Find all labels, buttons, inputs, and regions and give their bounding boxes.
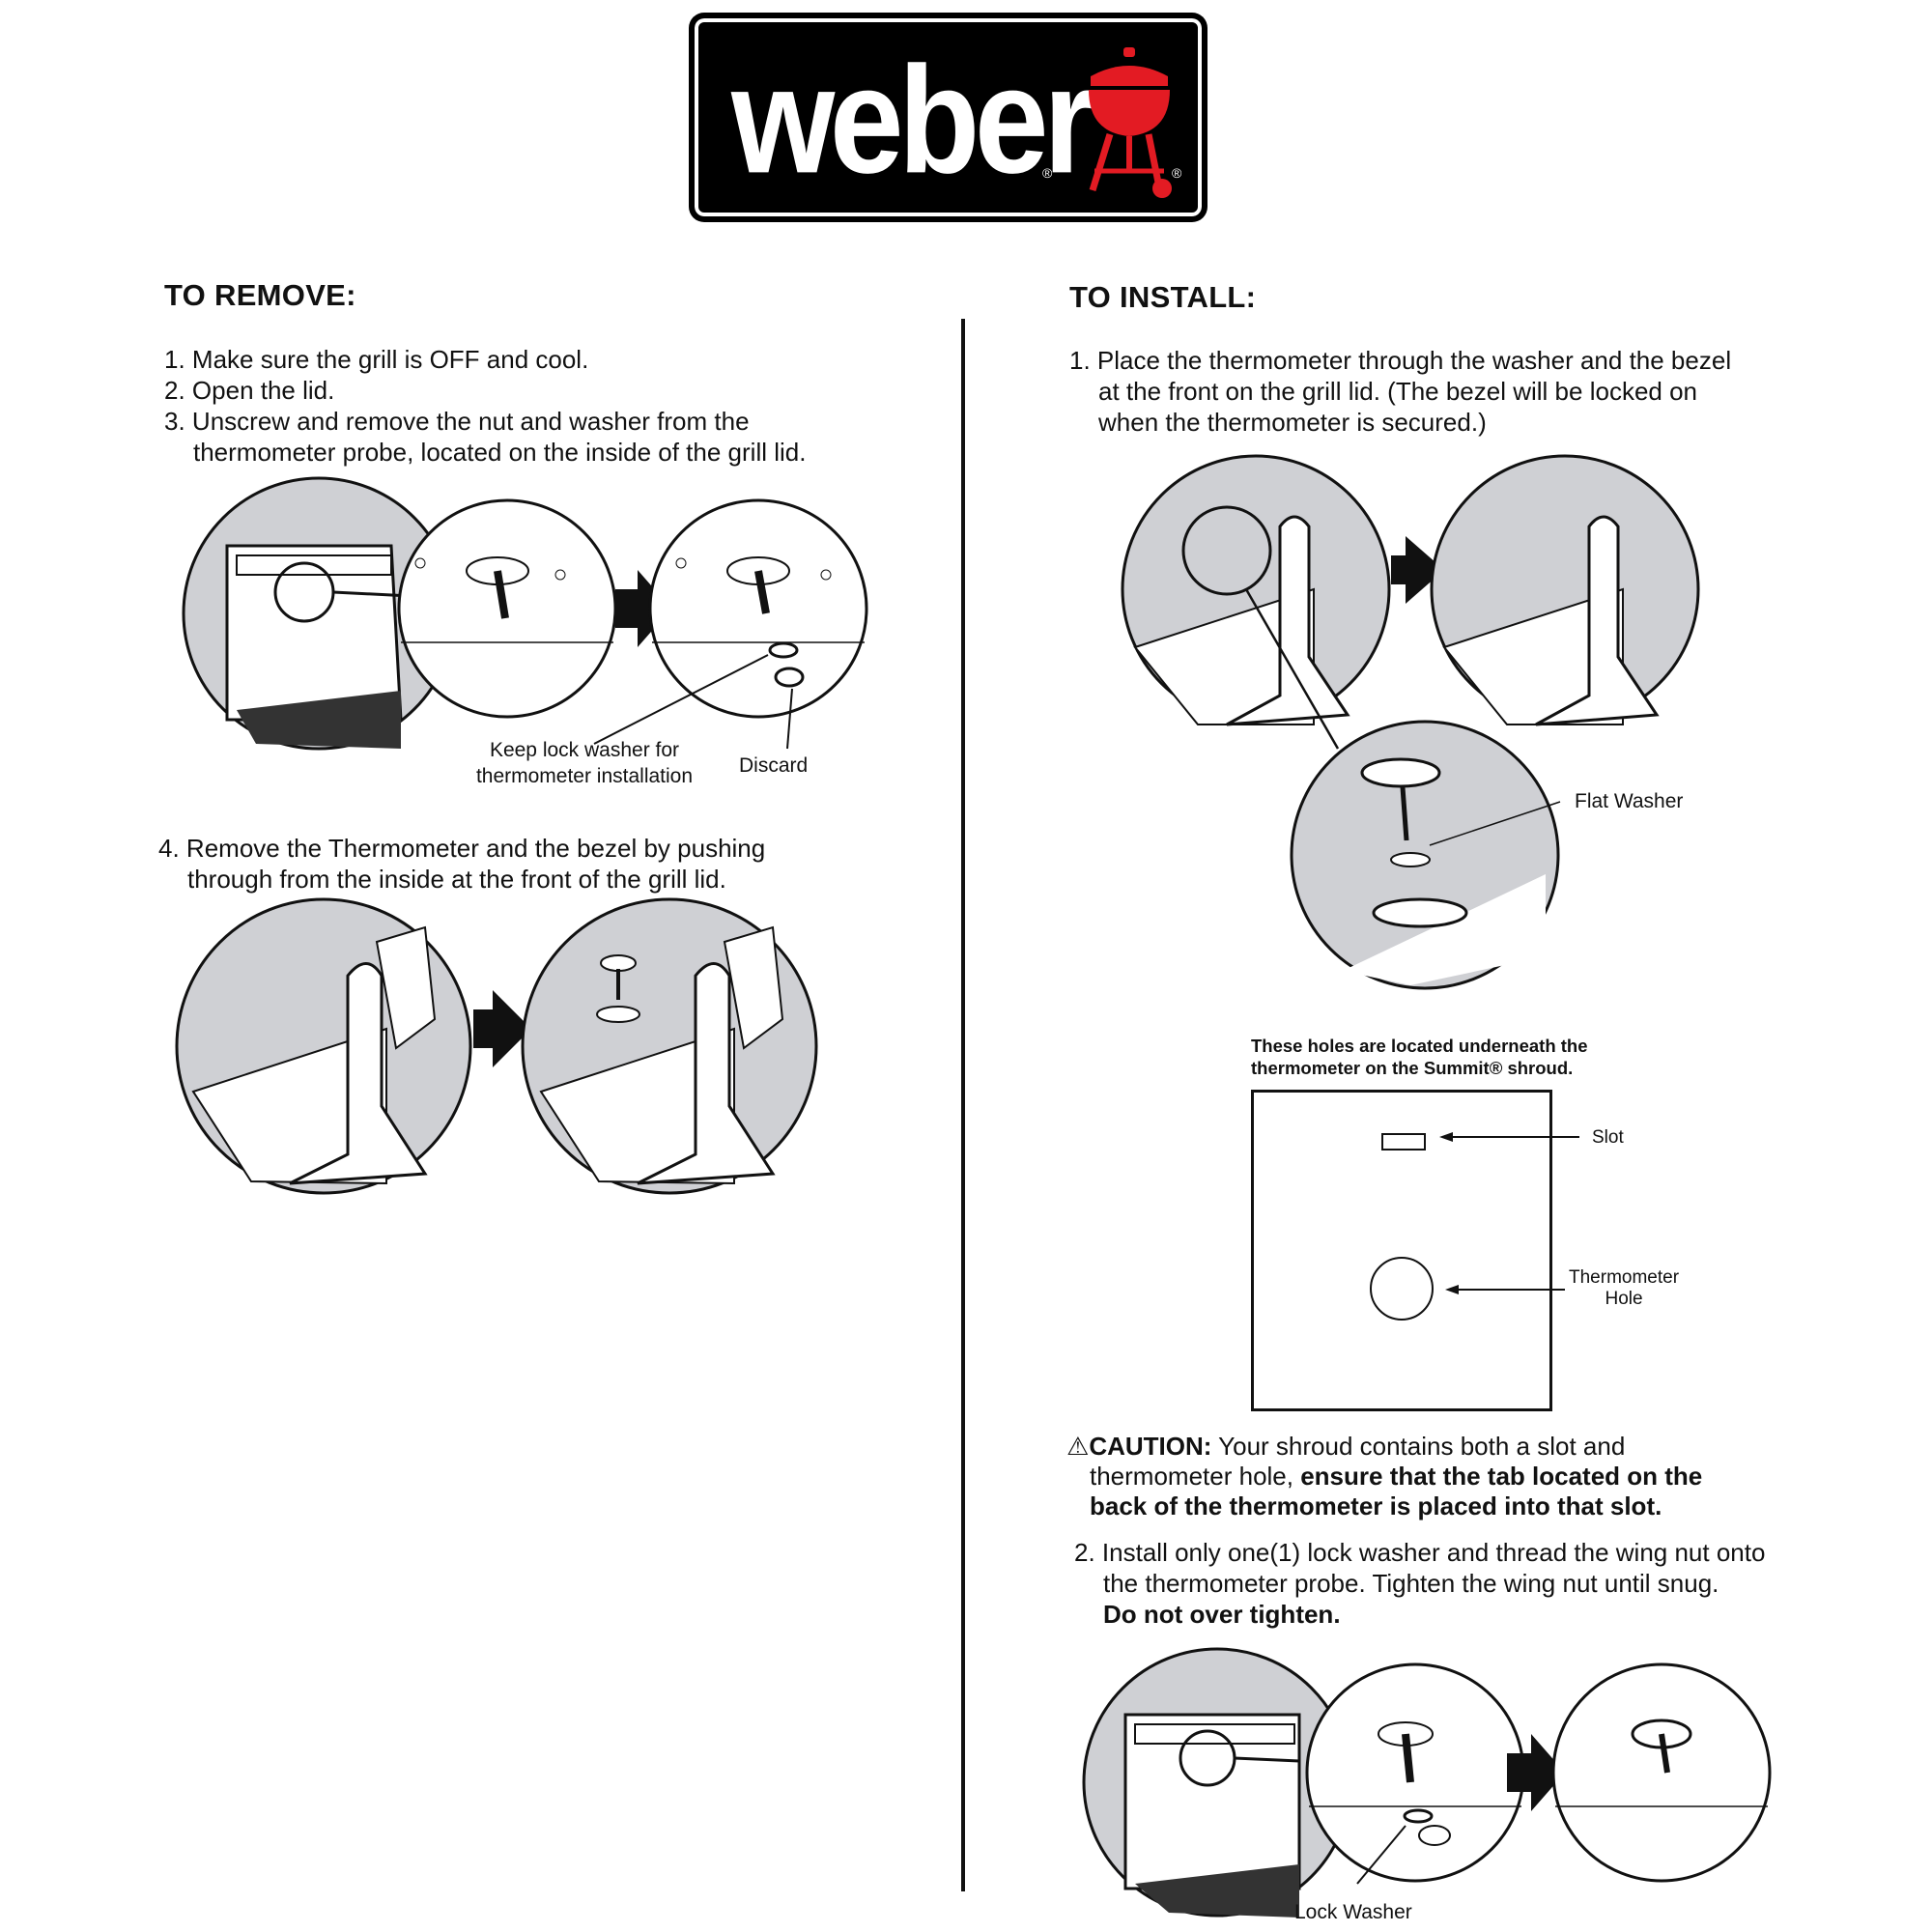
flat-washer-label: Flat Washer bbox=[1575, 790, 1684, 812]
logo-wordmark: weber bbox=[731, 34, 1095, 205]
remove-heading: TO REMOVE: bbox=[164, 278, 356, 312]
remove-step-3: 3. Unscrew and remove the nut and washer… bbox=[164, 407, 807, 467]
shroud-diagram bbox=[1251, 1090, 1552, 1411]
remove-nut-illustration bbox=[182, 476, 868, 751]
column-divider bbox=[961, 319, 965, 1891]
remove-step-2: 2. Open the lid. bbox=[164, 376, 335, 405]
install-step-1: 1. Place the thermometer through the was… bbox=[1069, 346, 1732, 437]
shroud-arrows bbox=[1439, 1132, 1579, 1294]
lock-washer-label: Lock Washer bbox=[1294, 1901, 1412, 1923]
logo-registered-mark-2: ® bbox=[1172, 165, 1182, 181]
slot-rect bbox=[1381, 1133, 1426, 1151]
logo-registered-mark: ® bbox=[1042, 165, 1053, 181]
remove-step-1: 1. Make sure the grill is OFF and cool. bbox=[164, 345, 589, 374]
remove-step-4: 4. Remove the Thermometer and the bezel … bbox=[158, 834, 766, 894]
discard-label: Discard bbox=[739, 754, 809, 777]
weber-logo: weber ® ® bbox=[691, 14, 1206, 220]
caution-icon: ⚠ bbox=[1066, 1432, 1090, 1461]
remove-bezel-illustration bbox=[175, 897, 818, 1195]
thermometer-hole-circle bbox=[1370, 1257, 1434, 1321]
slot-label: Slot bbox=[1592, 1127, 1624, 1148]
install-step-2: 2. Install only one(1) lock washer and t… bbox=[1074, 1538, 1766, 1629]
install-heading: TO INSTALL: bbox=[1069, 280, 1257, 314]
install-thermometer-illustration bbox=[1121, 454, 1700, 990]
kettle-grill-icon bbox=[1089, 47, 1172, 198]
caution-note: ⚠CAUTION: Your shroud contains both a sl… bbox=[1066, 1432, 1703, 1520]
install-wing-nut-illustration bbox=[1082, 1647, 1772, 1918]
